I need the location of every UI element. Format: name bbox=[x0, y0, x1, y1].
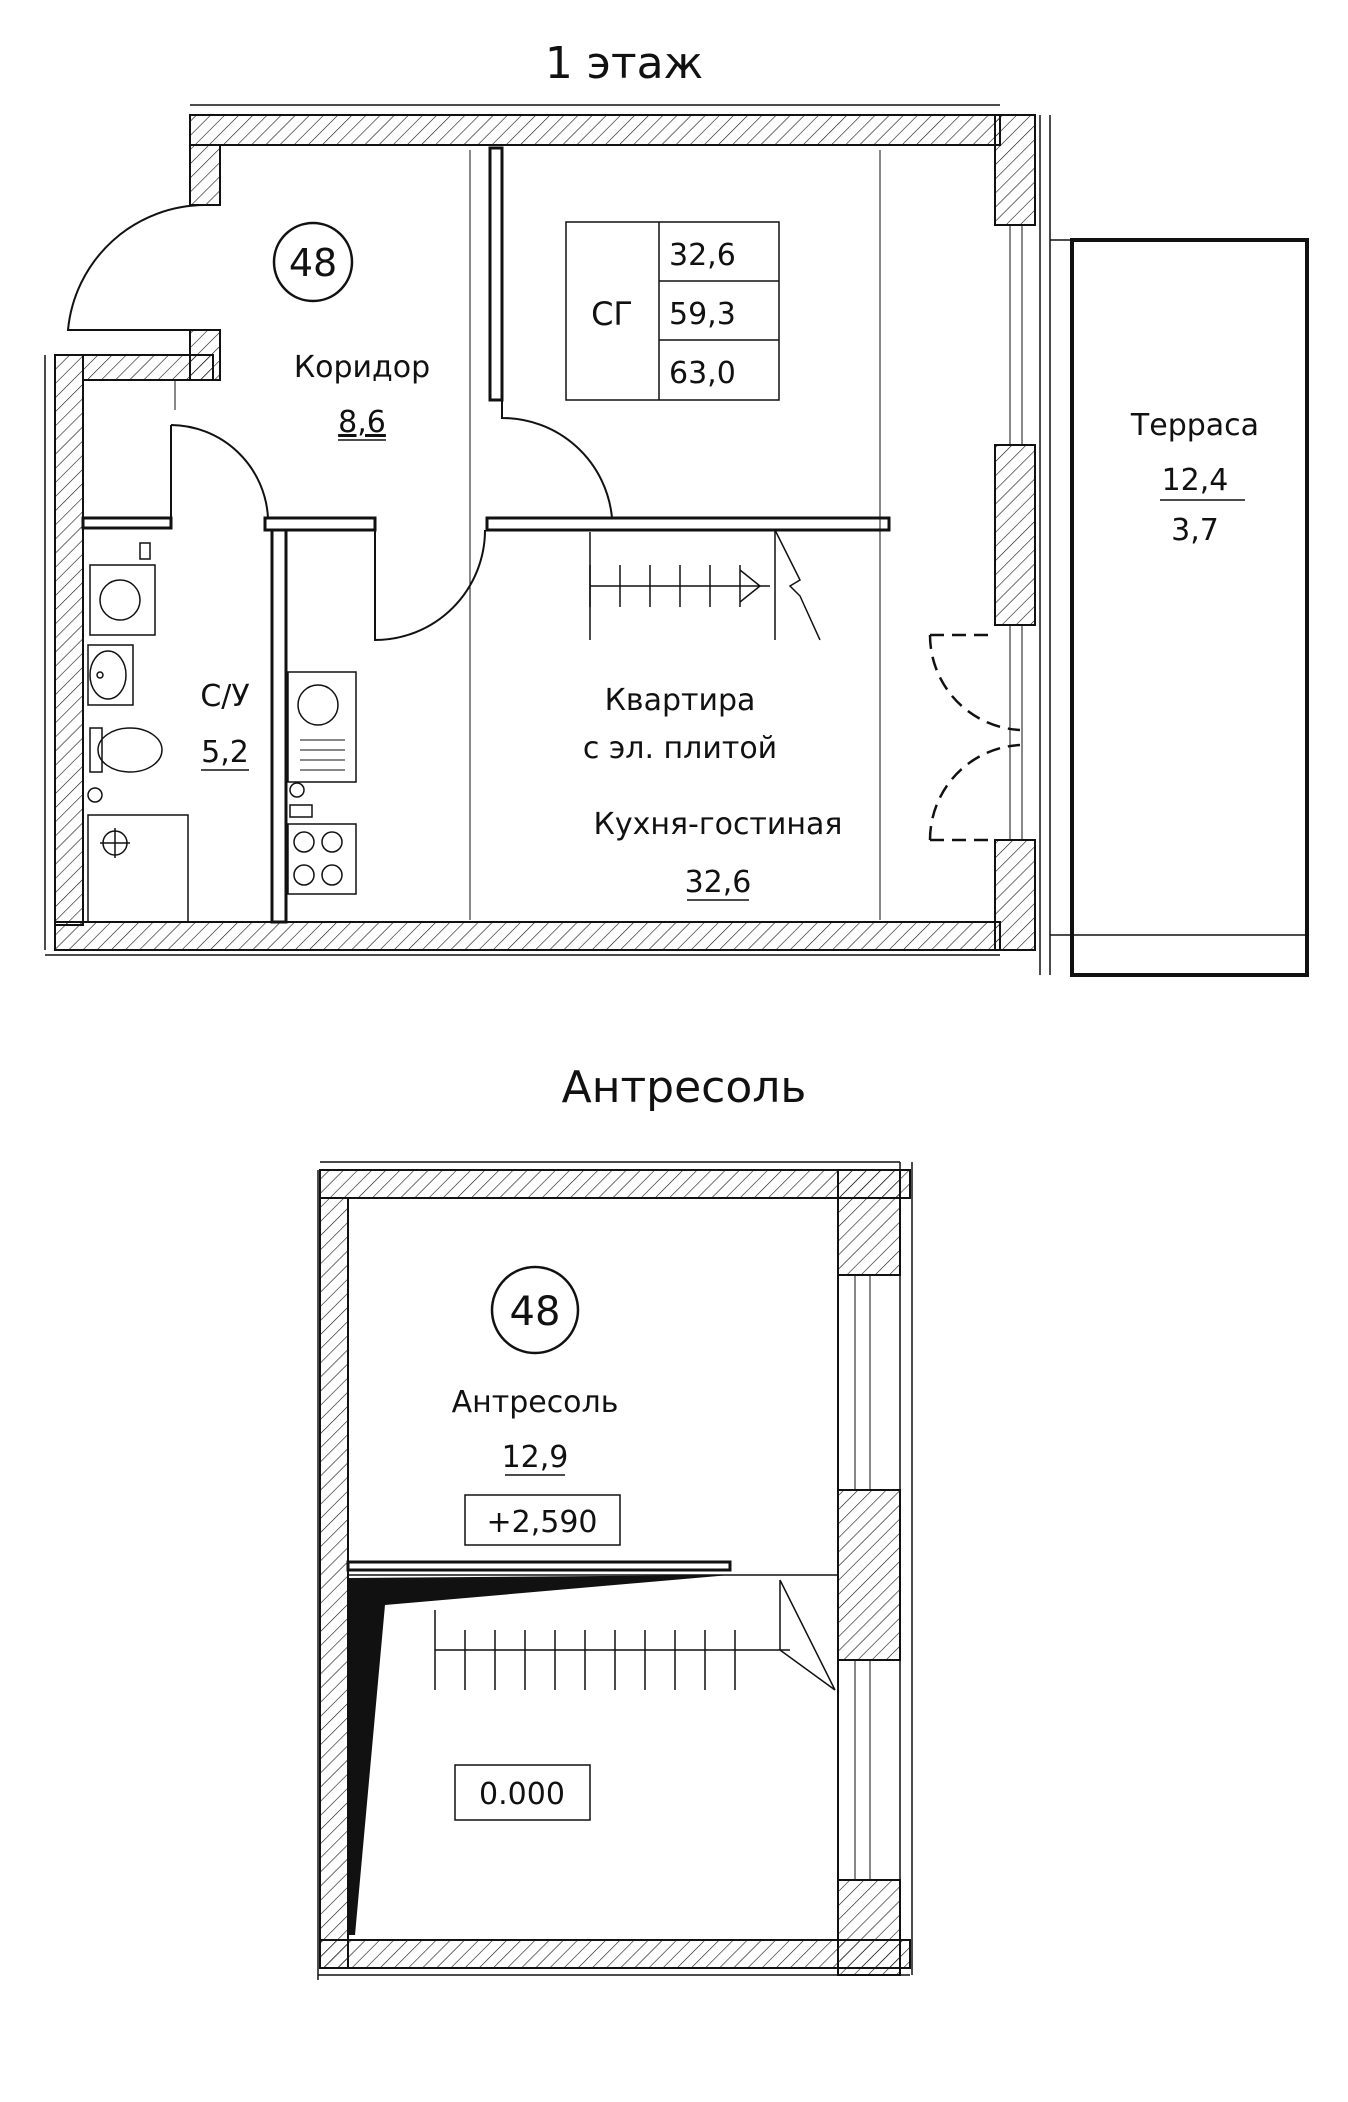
mezzanine-plan: 48 Антресоль 12,9 +2,590 0.000 bbox=[317, 1161, 913, 1980]
kitchen-living-area: 32,6 bbox=[685, 865, 752, 900]
terrace-area: 12,4 bbox=[1162, 463, 1229, 498]
washing-machine-icon bbox=[89, 542, 156, 636]
terrace-door-icon bbox=[928, 633, 1021, 842]
terrace-coefficient: 3,7 bbox=[1171, 513, 1219, 548]
stair-icon bbox=[589, 529, 821, 641]
level-lower: 0.000 bbox=[479, 1777, 565, 1812]
bathroom-name: С/У bbox=[200, 679, 249, 714]
summary-value-1: 32,6 bbox=[669, 238, 736, 273]
entrance-door-icon bbox=[66, 204, 206, 331]
sink-icon bbox=[87, 644, 134, 706]
mezzanine-apartment-number: 48 bbox=[510, 1289, 561, 1335]
terrace-name: Терраса bbox=[1130, 408, 1259, 443]
floor1-title: 1 этаж bbox=[545, 38, 703, 89]
mezzanine-room-area: 12,9 bbox=[502, 1440, 569, 1475]
level-upper-box bbox=[464, 1494, 621, 1546]
floor1-plan: 48 СГ 32,6 59,3 63,0 Коридор 8,6 С/У 5,2… bbox=[44, 104, 1309, 977]
kitchen-living-name: Кухня-гостиная bbox=[594, 807, 843, 842]
electric-stove-icon bbox=[287, 823, 357, 895]
apartment-number-badge bbox=[272, 221, 354, 303]
mezzanine-room-name: Антресоль bbox=[452, 1385, 619, 1420]
kitchen-sink-icon bbox=[287, 671, 357, 818]
toilet-icon bbox=[87, 727, 163, 803]
corridor-door-icon bbox=[501, 400, 613, 519]
apartment-number: 48 bbox=[289, 241, 337, 285]
terrace-outline bbox=[1070, 238, 1309, 977]
apartment-note-line2: с эл. плитой bbox=[583, 731, 777, 766]
summary-table: СГ 32,6 59,3 63,0 bbox=[565, 221, 780, 401]
level-upper: +2,590 bbox=[486, 1505, 597, 1540]
mezzanine-title: Антресоль bbox=[562, 1062, 807, 1113]
mezzanine-stair-icon bbox=[434, 1579, 836, 1691]
kitchen-door-icon bbox=[374, 529, 486, 642]
corridor-name: Коридор bbox=[294, 350, 430, 385]
shower-tray-icon bbox=[87, 814, 189, 923]
mezzanine-number-badge bbox=[490, 1265, 580, 1355]
apartment-note-line1: Квартира bbox=[605, 683, 756, 718]
bathroom-area: 5,2 bbox=[201, 735, 249, 770]
void-wedge bbox=[348, 1575, 730, 1935]
level-lower-box bbox=[454, 1764, 591, 1821]
summary-value-3: 63,0 bbox=[669, 356, 736, 391]
summary-value-2: 59,3 bbox=[669, 297, 736, 332]
summary-label: СГ bbox=[591, 295, 633, 333]
bathroom-door-icon bbox=[170, 424, 269, 528]
corridor-area: 8,6 bbox=[338, 405, 386, 440]
